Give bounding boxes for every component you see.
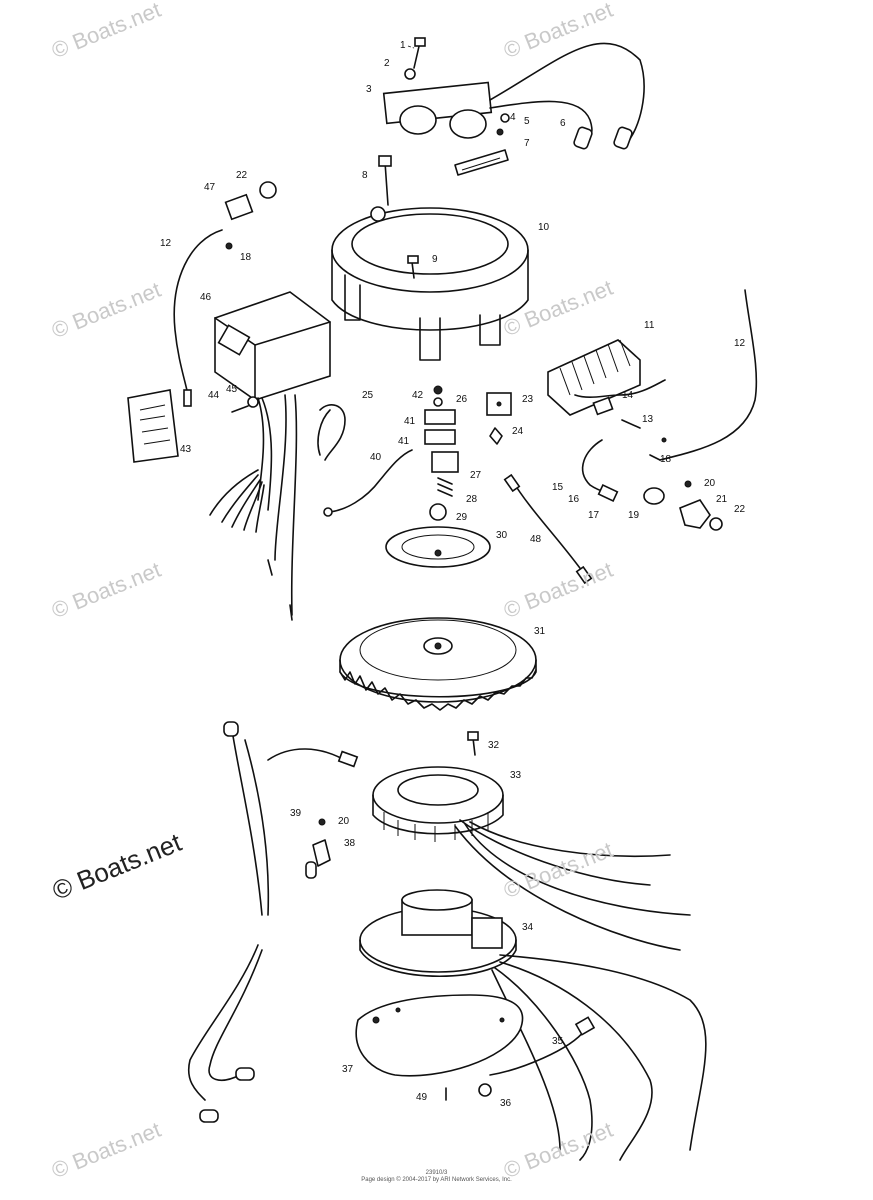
label-44: 44 <box>208 390 220 401</box>
label-12-right: 12 <box>734 338 746 349</box>
footer-code: 23910/3 <box>425 1170 448 1176</box>
label-14: 14 <box>622 390 634 401</box>
label-20-right: 20 <box>704 478 716 489</box>
label-9: 9 <box>432 254 438 265</box>
label-36: 36 <box>500 1098 512 1109</box>
armature-base-plate <box>355 889 707 1161</box>
power-pack-assembly <box>127 181 331 621</box>
label-35: 35 <box>552 1036 564 1047</box>
label-21: 21 <box>716 494 728 505</box>
label-30: 30 <box>496 530 508 541</box>
stator <box>372 731 691 951</box>
label-41-top: 41 <box>404 416 416 427</box>
label-22-left: 22 <box>236 170 248 181</box>
label-45: 45 <box>226 384 238 395</box>
label-26: 26 <box>456 394 468 405</box>
label-2: 2 <box>384 58 390 69</box>
label-22-right: 22 <box>734 504 746 515</box>
label-43: 43 <box>180 444 192 455</box>
label-12-left: 12 <box>160 238 172 249</box>
label-46: 46 <box>200 292 212 303</box>
label-4: 4 <box>510 112 516 123</box>
label-47: 47 <box>204 182 216 193</box>
flywheel <box>339 617 537 711</box>
label-34: 34 <box>522 922 534 933</box>
label-41-bottom: 41 <box>398 436 410 447</box>
label-32: 32 <box>488 740 500 751</box>
label-16: 16 <box>568 494 580 505</box>
label-49: 49 <box>416 1092 428 1103</box>
label-48: 48 <box>530 534 542 545</box>
label-7: 7 <box>524 138 530 149</box>
label-6: 6 <box>560 118 566 129</box>
label-19: 19 <box>628 510 640 521</box>
label-27: 27 <box>470 470 482 481</box>
label-25: 25 <box>362 390 374 401</box>
label-13: 13 <box>642 414 654 425</box>
label-18-right: 18 <box>660 454 672 465</box>
label-24: 24 <box>512 426 524 437</box>
footer-copyright: Page design © 2004-2017 by ARI Network S… <box>361 1177 512 1183</box>
label-29: 29 <box>456 512 468 523</box>
rectifier-assembly <box>547 289 758 531</box>
label-38: 38 <box>344 838 356 849</box>
label-42: 42 <box>412 390 424 401</box>
label-20-lower: 20 <box>338 816 350 827</box>
page-footer: 23910/3 Page design © 2004-2017 by ARI N… <box>0 1170 873 1184</box>
label-28: 28 <box>466 494 478 505</box>
label-23: 23 <box>522 394 534 405</box>
label-17: 17 <box>588 510 600 521</box>
center-small-parts <box>317 385 593 585</box>
label-37: 37 <box>342 1064 354 1075</box>
label-33: 33 <box>510 770 522 781</box>
label-39: 39 <box>290 808 302 819</box>
label-3: 3 <box>366 84 372 95</box>
ignition-coil-assembly <box>382 37 645 176</box>
label-31: 31 <box>534 626 546 637</box>
label-8: 8 <box>362 170 368 181</box>
armature-plate <box>331 155 529 361</box>
label-18-left: 18 <box>240 252 252 263</box>
label-5: 5 <box>524 116 530 127</box>
battery-cable-assembly <box>187 721 359 1123</box>
part-number-labels: 1 2 3 4 5 6 7 8 9 10 11 12 12 13 14 15 1… <box>160 40 746 1109</box>
label-1: 1 <box>400 40 406 51</box>
label-40: 40 <box>370 452 382 463</box>
label-10: 10 <box>538 222 550 233</box>
label-15: 15 <box>552 482 564 493</box>
label-11: 11 <box>644 320 655 331</box>
